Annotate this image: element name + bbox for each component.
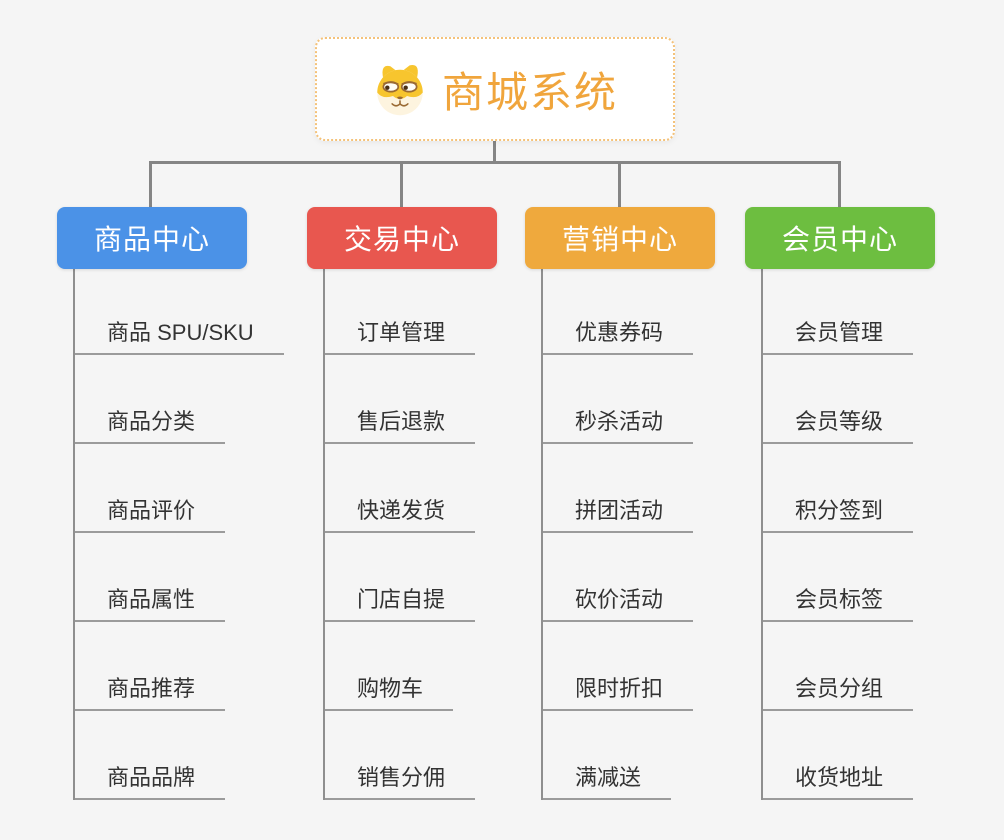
leaf-label: 订单管理 xyxy=(357,320,446,345)
leaf-item[interactable]: 满减送 xyxy=(543,711,672,800)
branch-head-marketing-center[interactable]: 营销中心 xyxy=(525,207,715,269)
leaf-label: 会员管理 xyxy=(795,320,884,345)
leaf-item[interactable]: 砍价活动 xyxy=(543,533,694,622)
dog-face-icon xyxy=(372,60,428,118)
leaf-item[interactable]: 商品评价 xyxy=(75,444,226,533)
leaf-label: 会员等级 xyxy=(795,409,884,434)
leaf-label: 门店自提 xyxy=(357,587,446,612)
branch-trade-center: 交易中心 订单管理售后退款快递发货门店自提购物车销售分佣 xyxy=(307,207,497,800)
leaf-item[interactable]: 会员分组 xyxy=(763,622,914,711)
leaf-item[interactable]: 订单管理 xyxy=(325,266,476,355)
connector-bus-line xyxy=(149,161,841,164)
branch-product-center: 商品中心 商品 SPU/SKU 商品分类商品评价商品属性商品推荐商品品牌 xyxy=(57,207,284,800)
branch-leaves: 商品 SPU/SKU 商品分类商品评价商品属性商品推荐商品品牌 xyxy=(73,266,284,800)
connector-drop-branch-3 xyxy=(618,163,621,207)
leaf-item[interactable]: 收货地址 xyxy=(763,711,914,800)
leaf-item[interactable]: 积分签到 xyxy=(763,444,914,533)
connector-drop-branch-1 xyxy=(149,163,152,207)
leaf-item[interactable]: 拼团活动 xyxy=(543,444,694,533)
leaf-label: 商品属性 xyxy=(107,587,196,612)
branch-label: 营销中心 xyxy=(561,224,678,255)
leaf-item[interactable]: 限时折扣 xyxy=(543,622,694,711)
leaf-label: 秒杀活动 xyxy=(575,409,664,434)
leaf-label: 会员标签 xyxy=(795,587,884,612)
leaf-item[interactable]: 销售分佣 xyxy=(325,711,476,800)
branch-marketing-center: 营销中心 优惠券码秒杀活动拼团活动砍价活动限时折扣满减送 xyxy=(525,207,715,800)
branch-head-trade-center[interactable]: 交易中心 xyxy=(307,207,497,269)
leaf-label: 收货地址 xyxy=(795,765,884,790)
leaf-item[interactable]: 快递发货 xyxy=(325,444,476,533)
connector-drop-branch-2 xyxy=(400,163,403,207)
connector-root-stem xyxy=(493,140,496,163)
leaf-item[interactable]: 商品 SPU/SKU xyxy=(75,266,284,355)
leaf-label: 售后退款 xyxy=(357,409,446,434)
leaf-item[interactable]: 优惠券码 xyxy=(543,266,694,355)
root-node[interactable]: 商城系统 xyxy=(315,37,675,141)
leaf-item[interactable]: 会员标签 xyxy=(763,533,914,622)
branch-member-center: 会员中心 会员管理会员等级积分签到会员标签会员分组收货地址 xyxy=(745,207,935,800)
leaf-item[interactable]: 会员管理 xyxy=(763,266,914,355)
branch-leaves: 会员管理会员等级积分签到会员标签会员分组收货地址 xyxy=(761,266,914,800)
branch-head-product-center[interactable]: 商品中心 xyxy=(57,207,247,269)
connector-drop-branch-4 xyxy=(838,163,841,207)
branch-label: 会员中心 xyxy=(781,224,898,255)
leaf-label: 砍价活动 xyxy=(575,587,664,612)
leaf-item[interactable]: 售后退款 xyxy=(325,355,476,444)
leaf-item[interactable]: 商品品牌 xyxy=(75,711,226,800)
leaf-item[interactable]: 商品属性 xyxy=(75,533,226,622)
leaf-label: 商品品牌 xyxy=(107,765,196,790)
leaf-label: 积分签到 xyxy=(795,498,884,523)
branch-head-member-center[interactable]: 会员中心 xyxy=(745,207,935,269)
leaf-label: 商品 SPU/SKU xyxy=(107,320,254,345)
leaf-item[interactable]: 购物车 xyxy=(325,622,454,711)
leaf-label: 商品推荐 xyxy=(107,676,196,701)
branch-leaves: 订单管理售后退款快递发货门店自提购物车销售分佣 xyxy=(323,266,476,800)
leaf-label: 销售分佣 xyxy=(357,765,446,790)
leaf-label: 满减送 xyxy=(575,765,642,790)
leaf-item[interactable]: 会员等级 xyxy=(763,355,914,444)
leaf-label: 商品分类 xyxy=(107,409,196,434)
branch-label: 交易中心 xyxy=(343,224,460,255)
leaf-label: 快递发货 xyxy=(357,498,446,523)
branch-leaves: 优惠券码秒杀活动拼团活动砍价活动限时折扣满减送 xyxy=(541,266,694,800)
leaf-label: 限时折扣 xyxy=(575,676,664,701)
leaf-label: 拼团活动 xyxy=(575,498,664,523)
root-title: 商城系统 xyxy=(441,68,618,116)
leaf-label: 会员分组 xyxy=(795,676,884,701)
leaf-label: 商品评价 xyxy=(107,498,196,523)
leaf-item[interactable]: 秒杀活动 xyxy=(543,355,694,444)
leaf-label: 优惠券码 xyxy=(575,320,664,345)
branch-label: 商品中心 xyxy=(93,224,210,255)
leaf-item[interactable]: 商品推荐 xyxy=(75,622,226,711)
leaf-item[interactable]: 门店自提 xyxy=(325,533,476,622)
leaf-item[interactable]: 商品分类 xyxy=(75,355,226,444)
leaf-label: 购物车 xyxy=(357,676,424,701)
